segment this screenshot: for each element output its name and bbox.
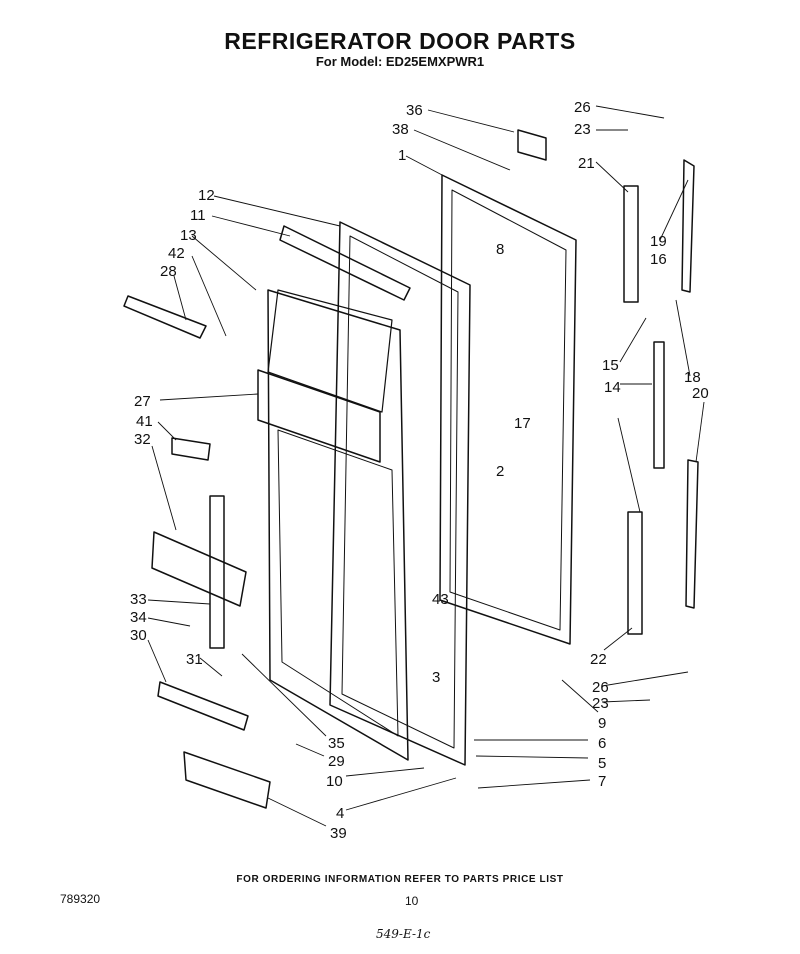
callout-19: 19	[650, 233, 667, 250]
shelf-bracket	[151, 531, 247, 607]
door-gasket-inner	[341, 235, 459, 749]
callout-39: 39	[330, 825, 347, 842]
handwritten-note: 549-E-1c	[376, 927, 431, 941]
callout-38: 38	[392, 121, 409, 138]
tray-clip	[171, 437, 211, 461]
callout-35: 35	[328, 735, 345, 752]
callout-9: 9	[598, 715, 606, 732]
callout-29: 29	[328, 753, 345, 770]
callout-4: 4	[336, 805, 344, 822]
callout-23-bottom: 23	[592, 695, 609, 712]
callout-10: 10	[326, 773, 343, 790]
callout-34: 34	[130, 609, 147, 626]
vertical-strip	[209, 495, 225, 649]
callout-14: 14	[604, 379, 621, 396]
callout-16-top: 16	[650, 251, 667, 268]
callout-18: 18	[684, 369, 701, 386]
upper-handle-trim	[681, 159, 695, 293]
inner-door-liner	[267, 289, 409, 761]
callout-21: 21	[578, 155, 595, 172]
lower-handle-trim	[685, 459, 699, 609]
callout-33: 33	[130, 591, 147, 608]
door-gasket	[329, 221, 471, 766]
page-number: 10	[405, 894, 419, 908]
callout-22: 22	[590, 651, 607, 668]
dispenser-housing	[257, 369, 381, 463]
callout-17: 17	[514, 415, 531, 432]
callout-31: 31	[186, 651, 203, 668]
document-number: 789320	[60, 892, 101, 906]
callout-27: 27	[134, 393, 151, 410]
callout-5: 5	[598, 755, 606, 772]
callout-15-top: 15	[602, 357, 619, 374]
page-title: REFRIGERATOR DOOR PARTS	[224, 28, 576, 54]
callout-42: 42	[168, 245, 185, 262]
callout-26-bottom: 26	[592, 679, 609, 696]
callout-8: 8	[496, 241, 504, 258]
callout-30: 30	[130, 627, 147, 644]
bin-rail	[123, 295, 207, 339]
nameplate-pad	[517, 129, 547, 161]
callout-6: 6	[598, 735, 606, 752]
callout-1: 1	[398, 147, 406, 164]
callout-23-top: 23	[574, 121, 591, 138]
lower-hinge-cover	[627, 511, 643, 635]
callout-13: 13	[180, 227, 197, 244]
handle-strip	[653, 341, 665, 469]
callout-26-top: 26	[574, 99, 591, 116]
callout-2: 2	[496, 463, 504, 480]
trim-strip	[279, 225, 411, 301]
callout-36: 36	[406, 102, 423, 119]
upper-hinge-cover	[623, 185, 639, 303]
callout-12: 12	[198, 187, 215, 204]
callout-28: 28	[160, 263, 177, 280]
outer-door-panel-inner	[449, 189, 567, 631]
outer-door-panel	[439, 174, 577, 645]
bottom-bin	[183, 751, 271, 809]
dispenser-housing-top	[267, 289, 393, 413]
callout-11: 11	[190, 207, 206, 224]
callout-43: 43	[432, 591, 449, 608]
ordering-info-footer: FOR ORDERING INFORMATION REFER TO PARTS …	[236, 874, 564, 885]
callout-41: 41	[136, 413, 153, 430]
callout-32: 32	[134, 431, 151, 448]
lower-rail	[157, 681, 249, 731]
callout-3: 3	[432, 669, 440, 686]
callout-20: 20	[692, 385, 709, 402]
model-subtitle: For Model: ED25EMXPWR1	[315, 54, 485, 69]
callout-7: 7	[598, 773, 606, 790]
inner-liner-recess	[277, 429, 399, 737]
